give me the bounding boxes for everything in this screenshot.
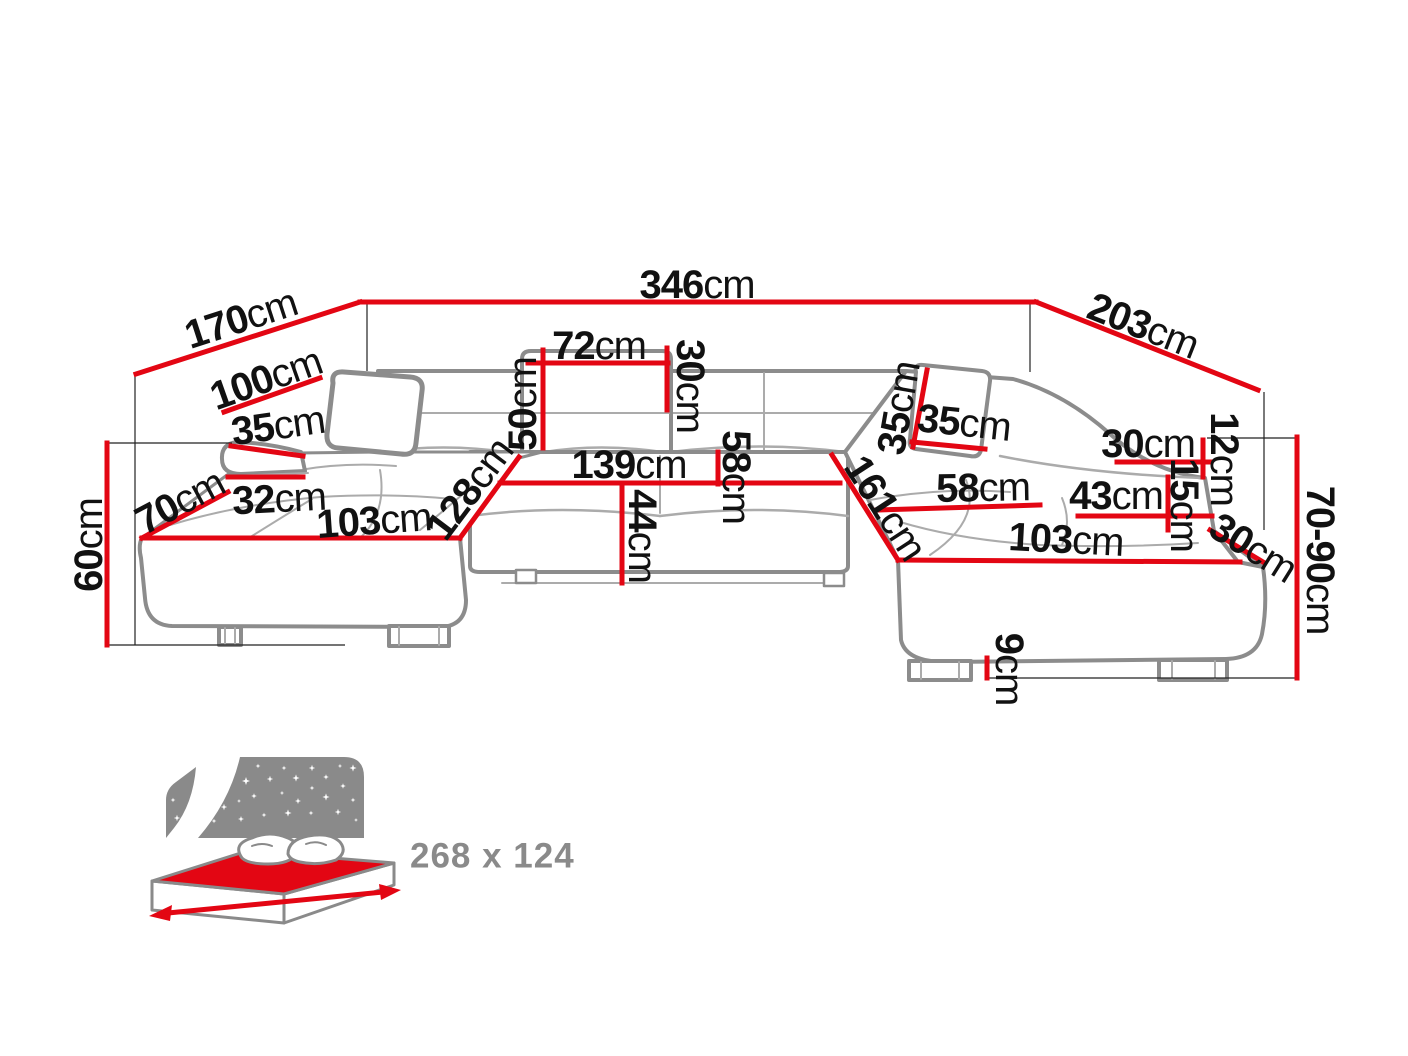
night-panel-main [198, 757, 364, 838]
dim-label-203: 203cm [1081, 284, 1204, 367]
sofa-drawing [137, 349, 1268, 682]
dim-label-15: 15cm [1162, 458, 1206, 552]
dim-label-12: 12cm [1202, 412, 1246, 506]
dim-label-60: 60cm [67, 498, 111, 592]
dim-label-50: 50cm [501, 357, 545, 451]
dim-label-35-right-a: 35cm [869, 358, 929, 458]
dim-line-70 [138, 488, 232, 542]
dim-line-170 [132, 298, 364, 378]
dim-label-58-right: 58cm [936, 465, 1031, 511]
dim-line-58-right [874, 502, 1043, 513]
dim-label-35-right-b: 35cm [915, 396, 1013, 450]
left-chaise-front [137, 536, 468, 629]
dim-label-170: 170cm [179, 280, 302, 357]
dim-label-72: 72cm [552, 324, 646, 368]
dim-line-161 [828, 451, 902, 564]
right-chaise-front [896, 558, 1268, 664]
dim-label-58-seat: 58cm [714, 430, 758, 524]
dim-label-35-left: 35cm [228, 398, 327, 455]
sleeping-function-icon [149, 757, 401, 925]
dim-label-44: 44cm [620, 489, 664, 583]
dim-line-128 [456, 453, 523, 542]
headrest-raised [520, 349, 673, 452]
dim-line-203 [1032, 298, 1262, 394]
dim-label-30-right: 30cm [1101, 422, 1195, 466]
dim-line-35-right-a [910, 367, 930, 450]
dim-label-9: 9cm [987, 633, 1031, 706]
dim-label-346: 346cm [639, 263, 754, 307]
dim-line-103-right [895, 557, 1243, 565]
dim-label-30-headrest: 30cm [668, 339, 712, 433]
dim-label-103-right: 103cm [1007, 515, 1124, 565]
dim-label-70-90: 70-90cm [1298, 486, 1342, 635]
middle-leg [822, 571, 846, 588]
middle-leg [514, 568, 538, 585]
dim-line-30-corner [1206, 526, 1267, 566]
bed-pillow [286, 833, 345, 866]
dim-label-43: 43cm [1069, 474, 1163, 518]
pillow [324, 369, 425, 457]
dimension-lines [104, 298, 1300, 681]
guide-lines [107, 303, 1297, 679]
dim-line-35-right-b [909, 439, 988, 452]
left-legs [217, 624, 451, 648]
sleeping-dimensions-label: 268 x 124 [410, 837, 575, 876]
night-panel-left [166, 767, 196, 838]
dim-label-32: 32cm [231, 475, 327, 524]
bed-size-arrow [167, 889, 384, 916]
dim-line-100 [220, 374, 324, 416]
right-legs [907, 658, 1229, 682]
dim-line-35-left [228, 443, 306, 459]
dim-label-139: 139cm [571, 443, 686, 487]
dim-label-103-left: 103cm [315, 495, 433, 547]
